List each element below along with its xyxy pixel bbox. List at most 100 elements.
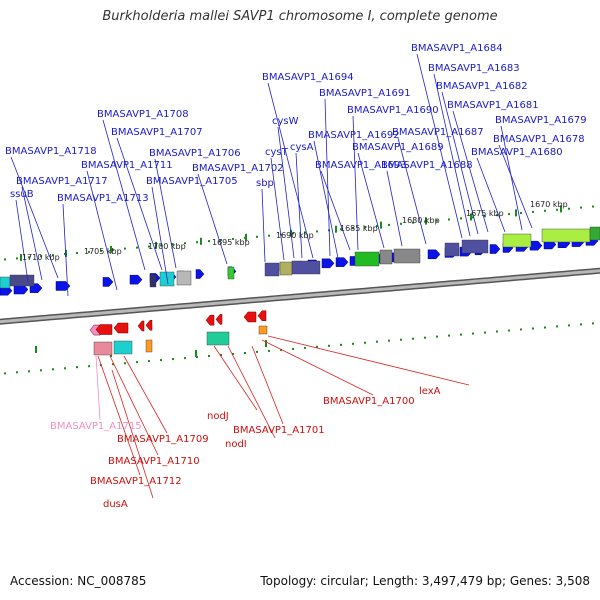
cog-block: [444, 242, 460, 257]
forward-leader-line: [397, 137, 427, 245]
cog-block: [279, 261, 293, 276]
tick-dot: [520, 212, 522, 214]
forward-leader-line: [10, 156, 59, 279]
forward-leader-line: [86, 170, 118, 291]
forward-gene-label: ssuB: [10, 189, 34, 200]
forward-gene-arrow: [335, 257, 349, 267]
tick-dot: [376, 340, 378, 343]
tick-dot: [172, 243, 174, 246]
forward-gene-arrow: [55, 281, 71, 291]
tick-dot: [196, 241, 198, 244]
tick-dot: [412, 337, 414, 340]
cog-block: [541, 228, 591, 243]
tick-dot: [4, 372, 6, 375]
reverse-gene-label: nodI: [225, 439, 247, 450]
tick-dot: [28, 256, 30, 259]
scale-label: 1705 kbp: [84, 247, 122, 256]
forward-leader-line: [357, 152, 385, 249]
tick-dot: [208, 355, 210, 357]
forward-leader-line: [151, 186, 169, 285]
tick-dot: [340, 343, 342, 346]
tick-dot: [580, 323, 582, 326]
tick-dot: [544, 209, 546, 212]
tick-dot: [76, 252, 78, 254]
tick-dot: [184, 357, 186, 360]
reverse-gene-label: nodJ: [207, 411, 229, 422]
forward-gene-arrow: [489, 244, 501, 254]
tick-dot: [220, 239, 222, 241]
forward-leader-line: [295, 152, 303, 259]
forward-leader-line: [116, 137, 163, 271]
forward-leader-line: [498, 144, 533, 229]
cog-block: [9, 274, 35, 287]
tick-major: [195, 350, 197, 357]
tick-dot: [256, 235, 258, 238]
reverse-leader-line: [213, 345, 258, 411]
genome-summary-text: Topology: circular; Length: 3,497,479 bp…: [260, 574, 590, 588]
forward-leader-line: [154, 158, 177, 269]
tick-dot: [532, 210, 534, 213]
tick-dot: [160, 244, 162, 247]
forward-leader-line: [267, 82, 314, 259]
tick-major: [110, 245, 112, 253]
forward-leader-line: [21, 186, 43, 281]
tick-dot: [352, 342, 354, 345]
forward-gene-label: BMASAVP1_A1691: [319, 88, 411, 99]
tick-dot: [100, 249, 102, 252]
forward-leader-line: [441, 91, 479, 235]
tick-dot: [232, 237, 234, 240]
tick-dot: [520, 328, 522, 331]
reverse-gene-arrow: [113, 322, 129, 334]
tick-dot: [136, 361, 138, 364]
tick-dot: [292, 347, 294, 350]
cog-block: [113, 340, 133, 355]
reverse-gene-arrow: [257, 310, 267, 322]
scale-label: 1680 kbp: [402, 216, 440, 225]
tick-dot: [304, 231, 306, 234]
reverse-gene-label: BMASAVP1_A1701: [233, 425, 325, 436]
reverse-gene-arrow: [145, 320, 153, 331]
reverse-gene-label: BMASAVP1_A1715: [50, 421, 142, 432]
scale-label: 1670 kbp: [530, 200, 568, 209]
cog-block: [0, 276, 11, 289]
tick-dot: [460, 217, 462, 220]
tick-dot: [52, 254, 54, 257]
scale-label: 1710 kbp: [22, 253, 60, 262]
tick-dot: [52, 368, 54, 371]
tick-dot: [304, 346, 306, 349]
scale-label: 1675 kbp: [466, 209, 504, 218]
tick-dot: [136, 246, 138, 249]
cog-block: [93, 341, 113, 356]
forward-gene-label: BMASAVP1_A1678: [493, 134, 585, 145]
tick-major: [380, 221, 382, 229]
forward-leader-line: [15, 199, 29, 283]
forward-gene-label: BMASAVP1_A1680: [471, 147, 563, 158]
reverse-gene-arrow: [215, 314, 223, 325]
tick-dot: [556, 208, 558, 211]
forward-gene-arrow: [321, 258, 335, 269]
cog-block: [502, 233, 532, 248]
forward-gene-label: BMASAVP1_A1713: [57, 193, 149, 204]
tick-dot: [340, 228, 342, 231]
reverse-gene-arrow: [137, 320, 145, 332]
forward-gene-arrow: [129, 274, 143, 285]
tick-major: [560, 205, 562, 213]
forward-gene-label: BMASAVP1_A1717: [16, 176, 108, 187]
tick-major: [245, 233, 247, 241]
forward-gene-label: BMASAVP1_A1689: [352, 142, 444, 153]
forward-gene-label: BMASAVP1_A1694: [262, 72, 354, 83]
forward-gene-arrow: [102, 277, 114, 287]
forward-gene-label: BMASAVP1_A1692: [308, 130, 400, 141]
reverse-leader-line: [95, 355, 101, 421]
cog-block: [354, 251, 380, 267]
tick-dot: [472, 216, 474, 219]
reverse-leader-line: [267, 335, 470, 386]
reverse-leader-line: [261, 339, 374, 396]
forward-leader-line: [324, 98, 331, 257]
scale-label: 1690 kbp: [276, 231, 314, 240]
tick-dot: [316, 230, 318, 233]
forward-gene-label: BMASAVP1_A1708: [97, 109, 189, 120]
reverse-gene-arrow: [95, 324, 113, 335]
forward-leader-line: [320, 170, 351, 251]
